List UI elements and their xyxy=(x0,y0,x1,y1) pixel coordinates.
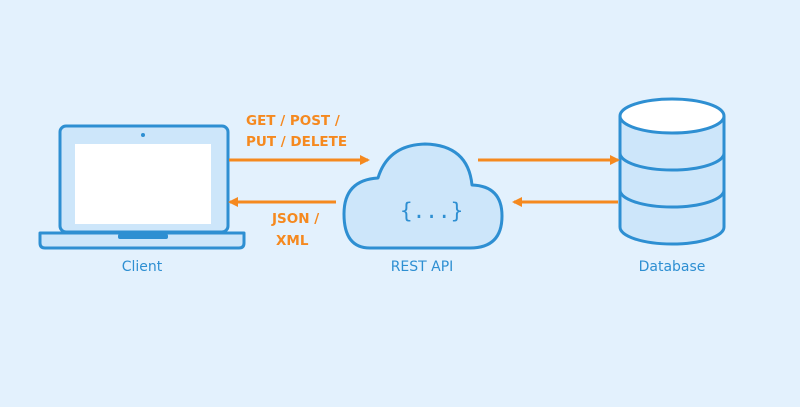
client-label: Client xyxy=(121,259,163,275)
request-methods-line2: PUT / DELETE xyxy=(246,134,348,150)
json-braces-symbol: {...} xyxy=(400,199,464,223)
laptop-icon xyxy=(38,124,246,250)
request-methods-line1: GET / POST / xyxy=(246,113,340,129)
cloud-icon xyxy=(342,142,504,250)
database-label: Database xyxy=(638,259,706,275)
rest-api-label: REST API xyxy=(390,259,454,275)
response-format-line2: XML xyxy=(276,233,309,249)
response-format-line1: JSON / xyxy=(272,211,320,227)
database-icon xyxy=(618,97,726,246)
